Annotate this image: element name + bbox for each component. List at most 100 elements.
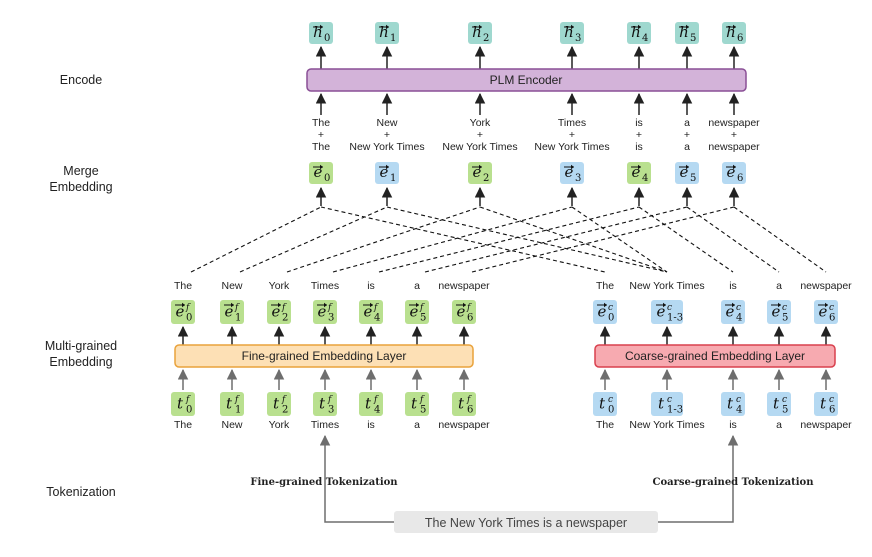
svg-text:4: 4 [736,404,742,415]
svg-text:f: f [373,303,379,313]
svg-text:t: t [319,394,326,412]
svg-text:e: e [473,163,482,181]
svg-text:2: 2 [282,312,288,323]
encoder-input-coarse-4: is [635,141,643,153]
coarse-word-top-2: is [729,280,737,292]
svg-text:c: c [736,395,741,405]
coarse-merge-line-1 [386,206,668,273]
fine-word-bottom-3: Times [311,419,339,431]
coarse-word-top-4: newspaper [800,280,852,292]
svg-text:3: 3 [328,312,334,323]
fine-merge-line-0 [190,206,322,273]
encoder-input-plus-3: + [569,129,575,141]
svg-text:5: 5 [782,404,788,415]
svg-text:e: e [598,302,607,320]
encoder-input-coarse-6: newspaper [708,141,760,153]
svg-text:e: e [314,163,323,181]
coarse-tokenization-arrow [658,434,739,523]
plm-encoder-label: PLM Encoder [490,73,563,87]
svg-text:5: 5 [690,173,696,184]
fine-merge-line-5 [424,206,688,273]
svg-text:5: 5 [782,312,788,323]
svg-text:h: h [564,23,574,41]
encoder-input-fine-6: newspaper [708,117,760,129]
coarse-merge-line-5 [686,206,780,273]
fine-word-bottom-0: The [174,419,192,431]
svg-text:f: f [466,395,472,405]
svg-text:t: t [820,394,827,412]
svg-text:0: 0 [186,404,192,415]
svg-text:0: 0 [608,312,614,323]
encoder-input-plus-6: + [731,129,737,141]
svg-text:c: c [829,303,834,313]
svg-text:6: 6 [829,312,835,323]
svg-text:f: f [185,303,191,313]
fine-word-bottom-1: New [221,419,242,431]
fine-word-top-4: is [367,280,375,292]
svg-text:1-3: 1-3 [667,312,683,323]
svg-text:5: 5 [690,33,696,44]
fine-merge-line-2 [286,206,481,273]
flow-arrows [177,45,832,523]
svg-text:4: 4 [642,173,648,184]
svg-text:h: h [379,23,389,41]
svg-text:c: c [667,303,672,313]
coarse-word-bottom-1: New York Times [629,419,704,431]
coarse-merge-line-6 [733,206,827,273]
svg-text:6: 6 [829,404,835,415]
fine-merge-line-3 [332,206,573,273]
coarse-word-top-1: New York Times [629,280,704,292]
encoder-input-plus-4: + [636,129,642,141]
svg-text:c: c [736,303,741,313]
svg-text:6: 6 [467,312,473,323]
svg-text:t: t [658,394,665,412]
svg-text:e: e [457,302,466,320]
svg-text:t: t [411,394,418,412]
row-label-encode: Encode [60,73,102,87]
svg-text:c: c [608,395,613,405]
encoder-input-plus-2: + [477,129,483,141]
svg-text:h: h [472,23,482,41]
encoder-input-fine-4: is [635,117,643,129]
encoder-input-coarse-3: New York Times [534,141,609,153]
fine-embedding-layer-label: Fine-grained Embedding Layer [242,349,407,363]
svg-text:t: t [365,394,372,412]
svg-text:2: 2 [483,173,489,184]
svg-text:c: c [782,303,787,313]
svg-text:1: 1 [390,173,396,184]
svg-text:3: 3 [575,33,581,44]
svg-text:f: f [466,303,472,313]
svg-text:e: e [318,302,327,320]
svg-text:e: e [819,302,828,320]
coarse-word-bottom-0: The [596,419,614,431]
encoder-input-fine-0: The [312,117,330,129]
svg-text:e: e [565,163,574,181]
svg-text:f: f [419,303,425,313]
encoder-input-fine-5: a [684,117,690,129]
encoder-input-plus-0: + [318,129,324,141]
fine-embedding-layer-box [174,344,474,368]
svg-text:t: t [458,394,465,412]
svg-text:e: e [272,302,281,320]
svg-text:e: e [410,302,419,320]
encoder-input-plus-5: + [684,129,690,141]
fine-tokenization-arrow [319,434,394,523]
fine-word-bottom-4: is [367,419,375,431]
